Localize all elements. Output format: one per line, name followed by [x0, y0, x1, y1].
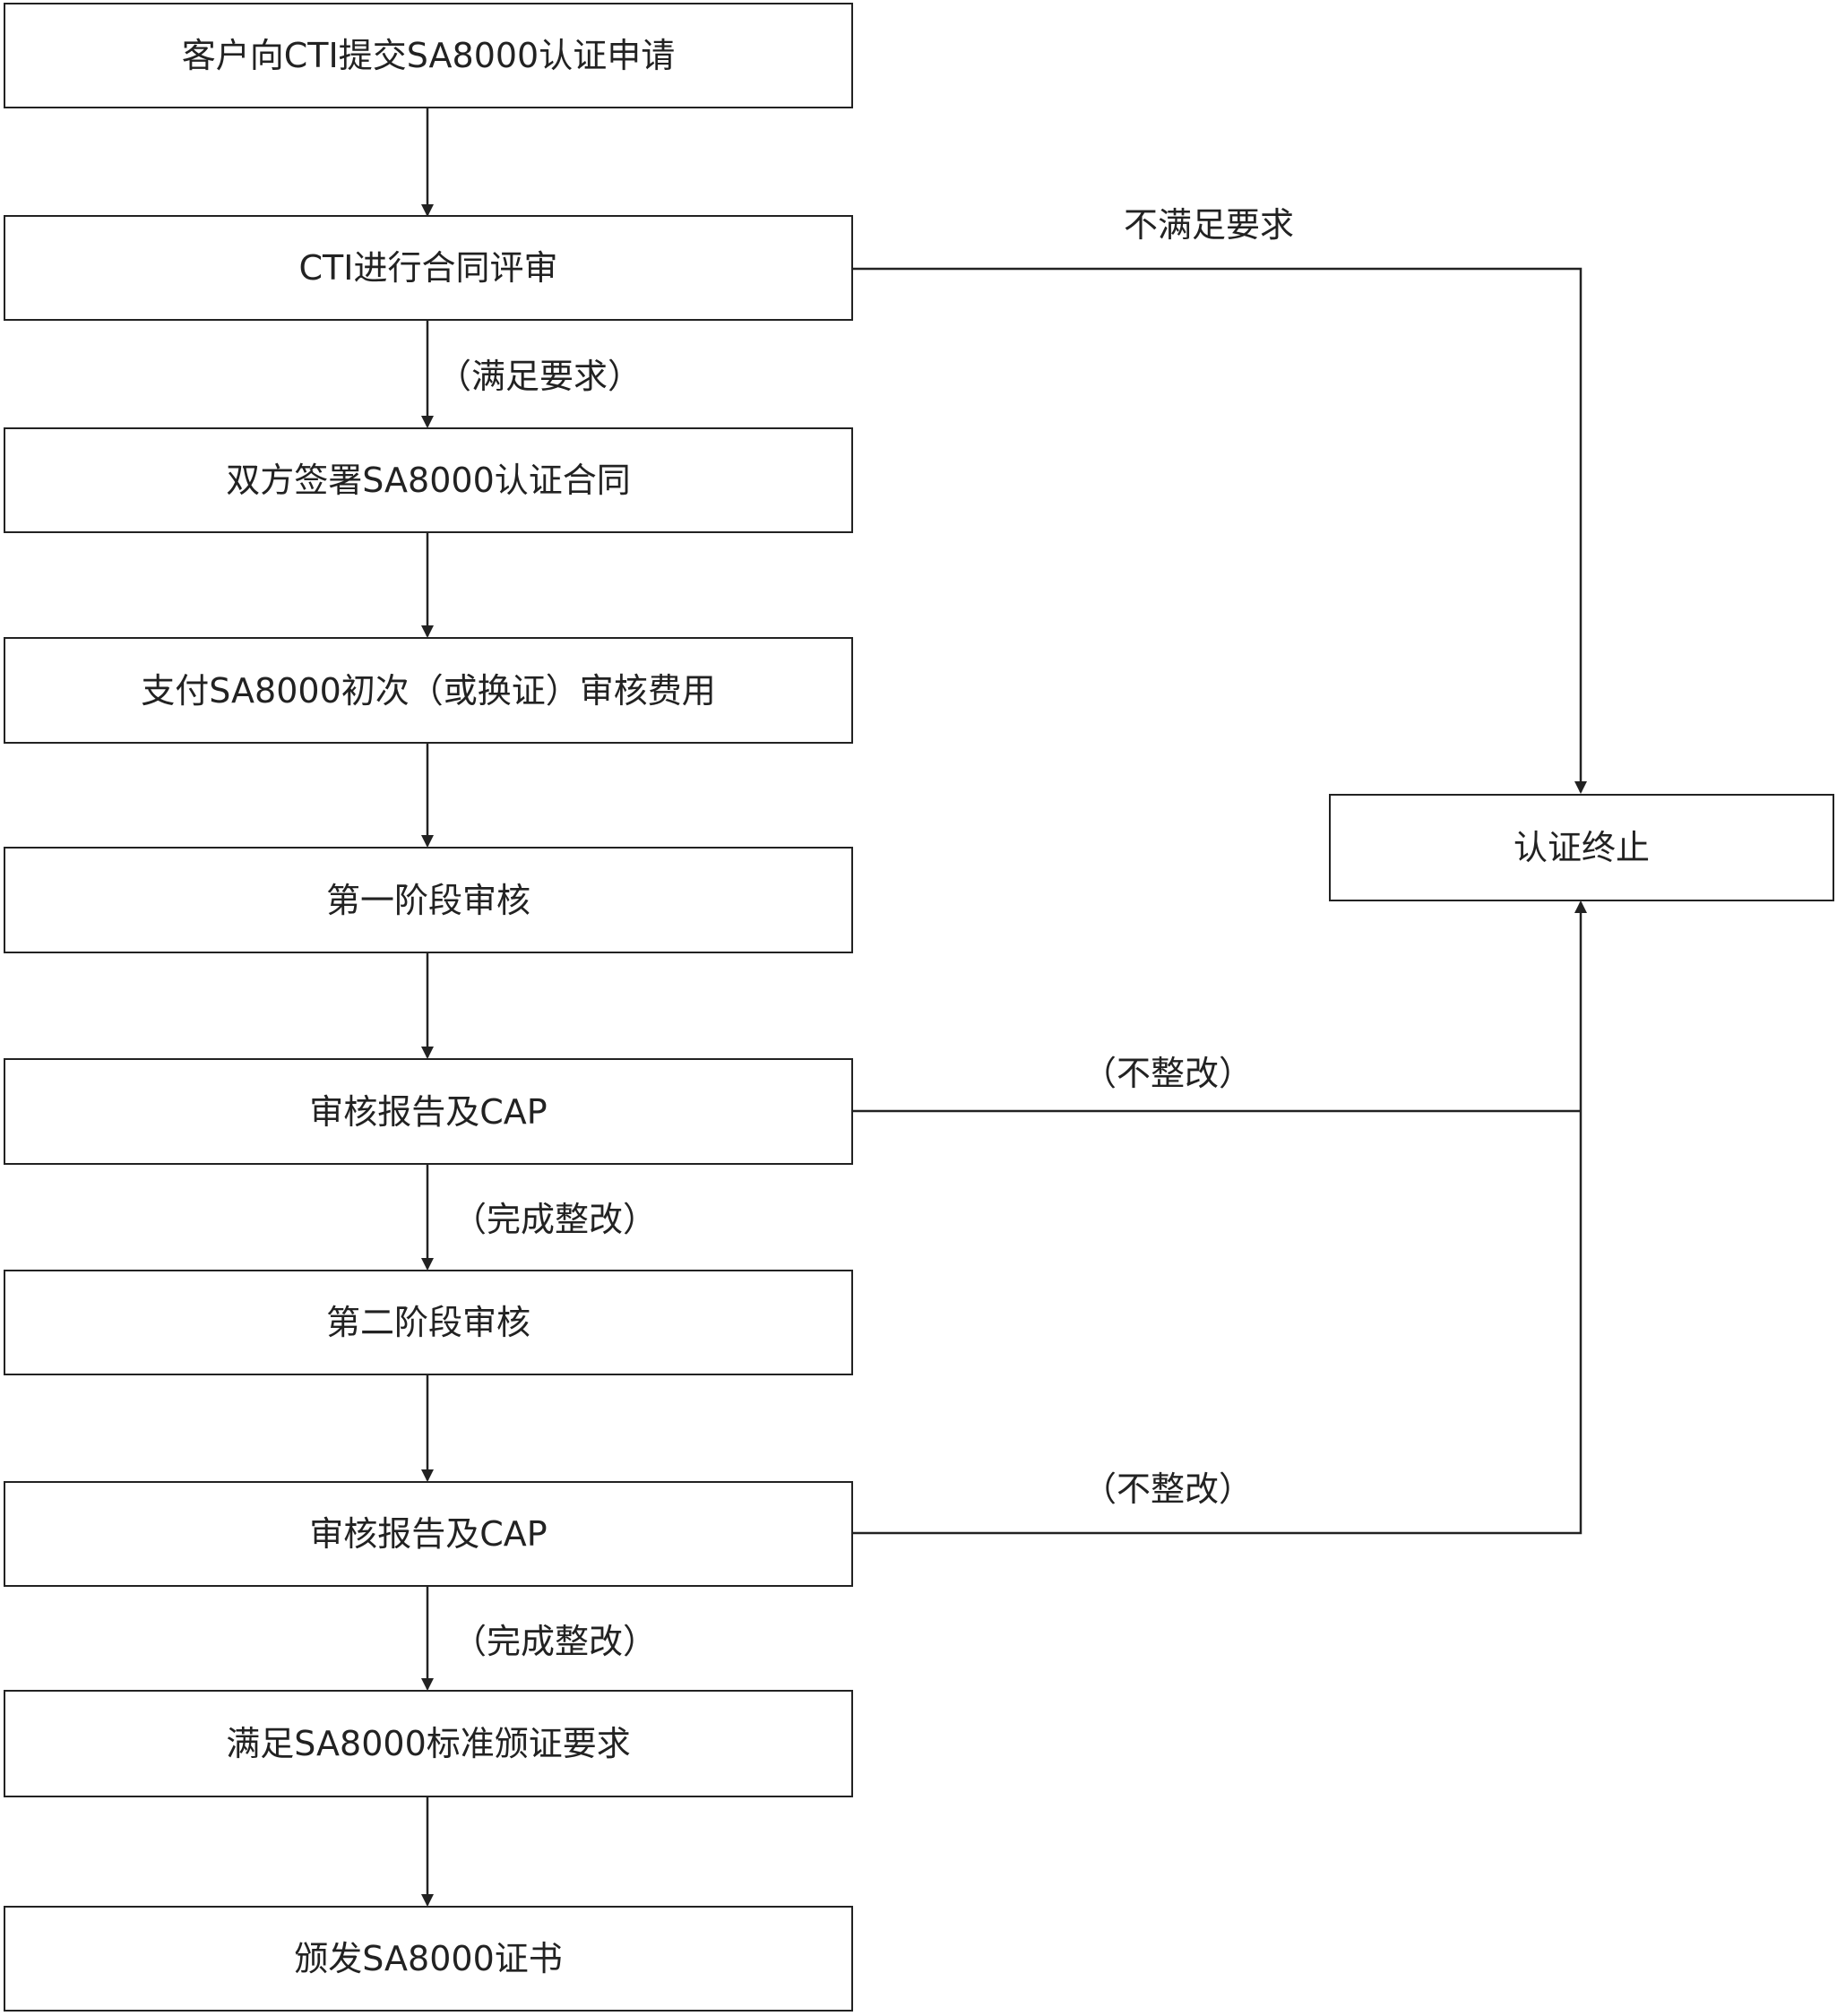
node-report-cap-2: 审核报告及CAP [4, 1481, 853, 1587]
node-terminate-label: 认证终止 [1513, 828, 1650, 867]
node-contract-review: CTI进行合同评审 [4, 215, 853, 321]
node-meet-requirements: 满足SA8000标准颁证要求 [4, 1690, 853, 1797]
node-issue-certificate: 颁发SA8000证书 [4, 1906, 853, 2012]
node-stage2-audit: 第二阶段审核 [4, 1270, 853, 1375]
node-issue-certificate-label: 颁发SA8000证书 [294, 1939, 563, 1978]
node-report-cap-1-label: 审核报告及CAP [309, 1091, 548, 1132]
node-report-cap-2-label: 审核报告及CAP [309, 1514, 548, 1554]
arrow-review-to-terminate [853, 267, 1587, 794]
node-report-cap-1: 审核报告及CAP [4, 1058, 853, 1165]
node-pay-fee: 支付SA8000初次（或换证）审核费用 [4, 637, 853, 744]
node-apply: 客户向CTI提交SA8000认证申请 [4, 3, 853, 108]
node-meet-requirements-label: 满足SA8000标准颁证要求 [226, 1724, 631, 1763]
node-sign-contract: 双方签署SA8000认证合同 [4, 427, 853, 533]
edge-label-no-rectification-1: （不整改） [1082, 1054, 1254, 1093]
edge-label-rectification-done-2: （完成整改） [453, 1622, 658, 1661]
node-stage1-audit-label: 第一阶段审核 [325, 880, 530, 920]
node-pay-fee-label: 支付SA8000初次（或换证）审核费用 [141, 670, 716, 711]
node-stage1-audit: 第一阶段审核 [4, 847, 853, 953]
node-stage2-audit-label: 第二阶段审核 [325, 1303, 530, 1342]
node-sign-contract-label: 双方签署SA8000认证合同 [226, 461, 631, 500]
edge-label-requirements-not-met: 不满足要求 [1124, 205, 1295, 245]
edge-label-rectification-done-1: （完成整改） [453, 1200, 658, 1239]
node-terminate: 认证终止 [1329, 794, 1834, 901]
edge-label-requirements-met: （满足要求） [437, 357, 643, 396]
node-apply-label: 客户向CTI提交SA8000认证申请 [181, 36, 676, 75]
edge-label-no-rectification-2: （不整改） [1082, 1469, 1254, 1509]
node-contract-review-label: CTI进行合同评审 [298, 248, 558, 288]
line-report2-to-trunk [853, 1111, 1583, 1535]
